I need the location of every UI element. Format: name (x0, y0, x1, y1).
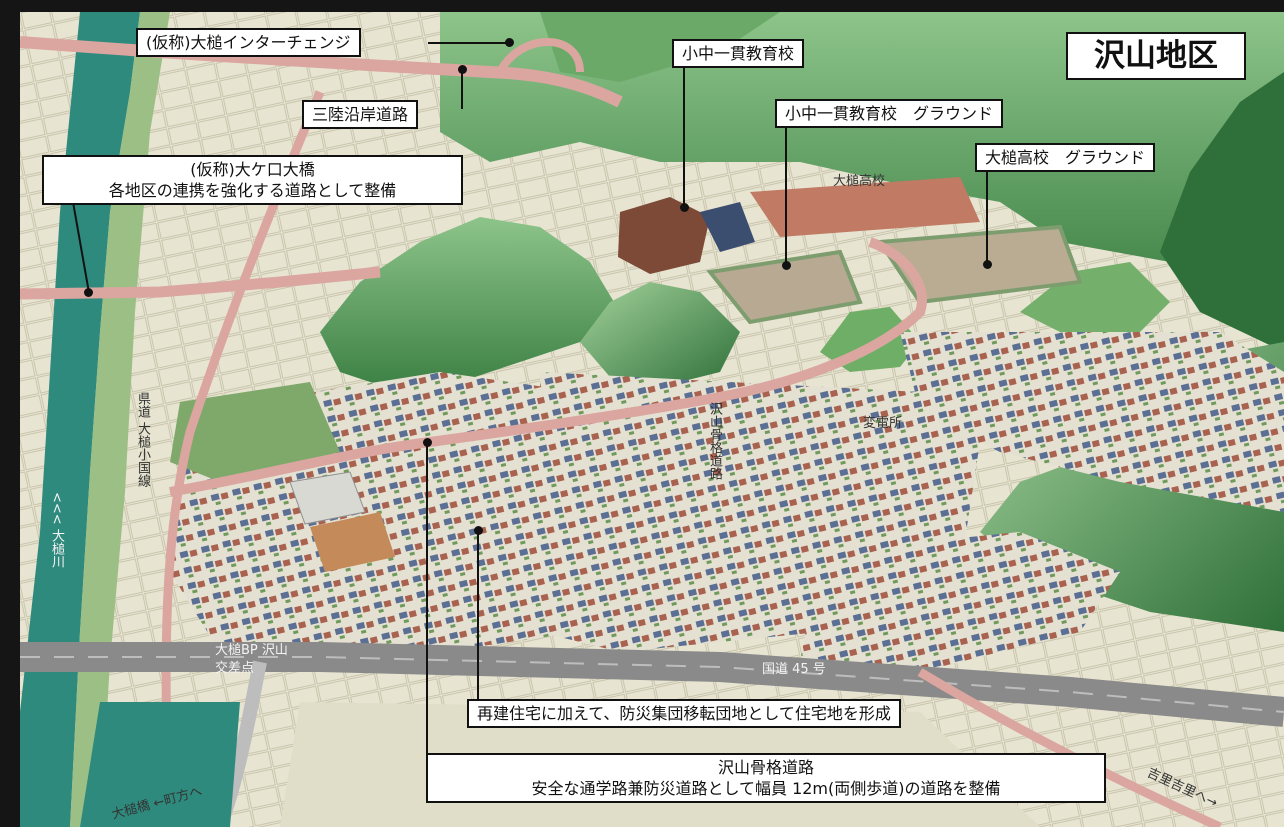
school-west (289, 471, 366, 525)
dot-road (422, 437, 432, 447)
callout-sanriku-text: 三陸沿岸道路 (312, 105, 409, 124)
leader-school-ground (785, 127, 787, 265)
callout-road: 沢山骨格道路 安全な通学路兼防災道路として幅員 12m(両側歩道)の道路を整備 (426, 753, 1106, 803)
dot-bridge (83, 287, 93, 297)
callout-housing: 再建住宅に加えて、防災集団移転団地として住宅地を形成 (467, 699, 901, 728)
callout-school-ground: 小中一貫教育校 グラウンド (775, 99, 1004, 128)
route-45-line (20, 656, 1284, 713)
river (20, 12, 140, 827)
callout-bridge-line2: 各地区の連携を強化する道路として整備 (108, 181, 397, 200)
school-ground (706, 249, 863, 325)
callout-bridge: (仮称)大ケ口大橋 各地区の連携を強化する道路として整備 (42, 155, 463, 205)
intersection-label-line1: 大槌BP 沢山 (215, 643, 288, 658)
hill-east (1020, 262, 1170, 337)
callout-road-line2: 安全な通学路兼防災道路として幅員 12m(両側歩道)の道路を整備 (531, 779, 1001, 798)
intersection-label-line2: 交差点 (215, 661, 255, 676)
highschool-label: 大槌高校 (833, 174, 886, 189)
school-building-annex (700, 202, 755, 252)
callout-highschool-ground: 大槌高校 グラウンド (975, 143, 1156, 172)
hill-center-right (580, 282, 740, 387)
river-bank (70, 12, 170, 827)
dot-school-ground (781, 260, 791, 270)
leader-school (683, 62, 685, 207)
sawayama-road (169, 237, 927, 497)
residential-east (900, 332, 1284, 512)
leader-interchange (428, 42, 508, 44)
dot-interchange (504, 37, 514, 47)
field-southwest (80, 702, 240, 827)
mountain-back (440, 12, 1284, 312)
callout-housing-text: 再建住宅に加えて、防災集団移転団地として住宅地を形成 (477, 704, 891, 723)
district-title: 沢山地区 (1066, 32, 1246, 80)
substation-label: 変電所 (863, 416, 903, 431)
hill-center-left (320, 217, 620, 392)
leader-road (426, 442, 428, 757)
prefectural-road-label: 県道 大槌小国線 (135, 392, 150, 488)
callout-school: 小中一貫教育校 (672, 39, 805, 68)
dot-housing (473, 525, 483, 535)
callout-school-ground-text: 小中一貫教育校 グラウンド (785, 104, 994, 123)
tennis-court (310, 512, 395, 572)
sawayama-street-label: 沢山骨格道路 (707, 402, 722, 480)
dot-highschool-ground (982, 259, 992, 269)
mountain-top-left (540, 12, 780, 82)
callout-interchange-text: (仮称)大槌インターチェンジ (146, 33, 351, 52)
callout-road-line1: 沢山骨格道路 (717, 758, 814, 777)
map-area: 大槌高校 変電所 大槌BP 沢山 交差点 国道 45 号 <<< 大槌川 県道 … (20, 12, 1284, 827)
leader-housing (477, 530, 479, 703)
school-building (618, 197, 710, 274)
dot-sanriku (457, 64, 467, 74)
callout-sanriku: 三陸沿岸道路 (302, 100, 419, 129)
park (170, 382, 340, 482)
route45-label: 国道 45 号 (762, 662, 826, 677)
callout-school-text: 小中一貫教育校 (682, 44, 795, 63)
callout-interchange: (仮称)大槌インターチェンジ (136, 28, 361, 57)
river-label: <<< 大槌川 (49, 492, 64, 568)
dot-school (679, 202, 689, 212)
leader-sanriku (461, 69, 463, 109)
highschool-ground (876, 224, 1083, 305)
callout-bridge-line1: (仮称)大ケ口大橋 (190, 160, 315, 179)
mountain-right (1160, 72, 1284, 352)
callout-highschool-ground-text: 大槌高校 グラウンド (985, 148, 1146, 167)
residential-southeast (800, 532, 1120, 672)
highschool-buildings (750, 177, 980, 237)
leader-highschool-ground (986, 172, 988, 265)
interchange-loop (496, 38, 584, 74)
